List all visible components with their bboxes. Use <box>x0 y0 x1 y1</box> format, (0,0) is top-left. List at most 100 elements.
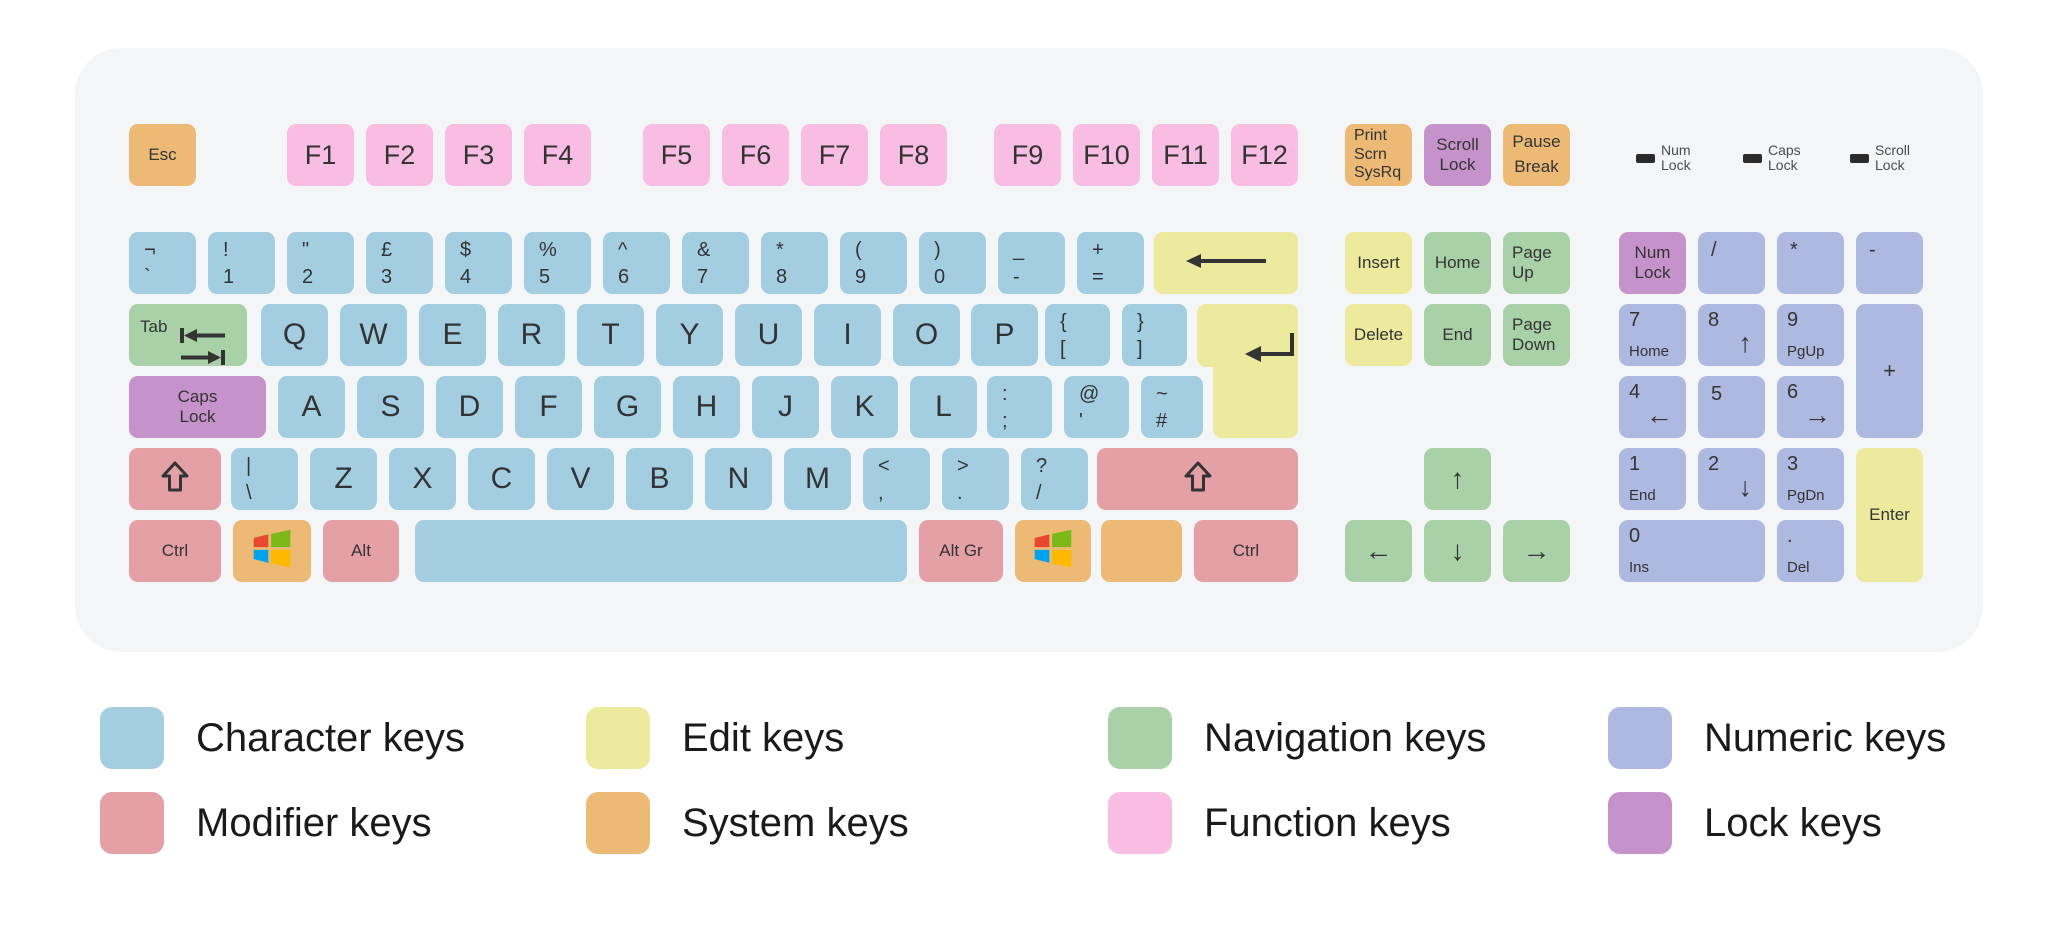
base-symbol: ` <box>144 266 151 288</box>
key-r: R <box>498 304 565 366</box>
base-symbol: 8 <box>776 266 788 288</box>
key-numpad-minus: - <box>1856 232 1923 294</box>
key-quote: @' <box>1064 376 1129 438</box>
arrow-icon: → <box>1804 400 1831 430</box>
base-symbol: 1 <box>223 266 235 288</box>
key-label: F6 <box>739 139 772 170</box>
key-label: Up <box>1512 263 1534 282</box>
key-s: S <box>357 376 424 438</box>
key-alt-gr: Alt Gr <box>919 520 1003 582</box>
key-p: P <box>971 304 1038 366</box>
key-label: Ctrl <box>161 541 189 560</box>
key-y: Y <box>656 304 723 366</box>
key-label: F2 <box>383 139 416 170</box>
key-f1: F1 <box>287 124 354 186</box>
legend-label: Modifier keys <box>196 800 432 845</box>
key-esc: Esc <box>129 124 196 186</box>
numpad-word: PgDn <box>1787 487 1825 504</box>
key-label: J <box>778 390 793 423</box>
key-period: >. <box>942 448 1009 510</box>
legend-swatch-edit <box>586 707 650 769</box>
key-6: ^6 <box>603 232 670 294</box>
shift-symbol: | <box>246 455 252 477</box>
shift-symbol: ~ <box>1156 383 1168 405</box>
arrow-icon: ↑ <box>1738 328 1753 358</box>
key-numpad-4: 4← <box>1619 376 1686 438</box>
base-symbol: ] <box>1137 338 1143 360</box>
key-label: Ctrl <box>1232 541 1260 560</box>
key-label: Z <box>334 462 353 495</box>
key-shift-right <box>1097 448 1298 510</box>
base-symbol: 9 <box>855 266 867 288</box>
key-7: &7 <box>682 232 749 294</box>
key-label: + <box>1883 358 1896 383</box>
shift-symbol: : <box>1002 383 1008 405</box>
key-numpad-enter: Enter <box>1856 448 1923 582</box>
legend-numeric-keys: Numeric keys <box>1608 707 1946 769</box>
legend-swatch-numeric <box>1608 707 1672 769</box>
base-symbol: , <box>878 482 884 504</box>
key-a: A <box>278 376 345 438</box>
key-bracket-left: {[ <box>1045 304 1110 366</box>
shift-symbol: @ <box>1079 383 1100 405</box>
key-ctrl-right: Ctrl <box>1194 520 1298 582</box>
shift-symbol: * <box>776 239 784 261</box>
key-numpad-dot: .Del <box>1777 520 1844 582</box>
win-logo-icon <box>1031 527 1075 576</box>
key-arrow-right: → <box>1503 520 1570 582</box>
key-label: End <box>1442 325 1473 344</box>
numpad-word: End <box>1629 487 1656 504</box>
numpad-digit: . <box>1787 525 1793 547</box>
key-label: L <box>935 390 952 423</box>
key-l: L <box>910 376 977 438</box>
key-label: Tab <box>140 317 168 336</box>
numpad-digit: 7 <box>1629 309 1641 331</box>
key-t: T <box>577 304 644 366</box>
base-symbol: 6 <box>618 266 630 288</box>
key-f: F <box>515 376 582 438</box>
key-o: O <box>893 304 960 366</box>
key-label: * <box>1790 239 1798 261</box>
key-f6: F6 <box>722 124 789 186</box>
key-label: X <box>412 462 433 495</box>
base-symbol: 4 <box>460 266 472 288</box>
key-label: F12 <box>1241 139 1288 170</box>
key-tab: Tab <box>129 304 247 366</box>
key-label: I <box>843 318 852 351</box>
key-label: Alt Gr <box>939 541 983 560</box>
base-symbol: 3 <box>381 266 393 288</box>
key-numpad-5: 5 <box>1698 376 1765 438</box>
key-f2: F2 <box>366 124 433 186</box>
key-numpad-divide: / <box>1698 232 1765 294</box>
key-label: O <box>914 318 939 351</box>
key-win-left <box>233 520 311 582</box>
key-label: Print <box>1354 127 1387 145</box>
key-q: Q <box>261 304 328 366</box>
indicator-label-line: Lock <box>1661 156 1691 173</box>
key-label: F4 <box>541 139 574 170</box>
legend-swatch-modifier <box>100 792 164 854</box>
key-label: Alt <box>351 541 371 560</box>
base-symbol: / <box>1036 482 1042 504</box>
base-symbol: [ <box>1060 338 1066 360</box>
key-delete: Delete <box>1345 304 1412 366</box>
key-label: F9 <box>1011 139 1044 170</box>
numpad-word: PgUp <box>1787 343 1825 360</box>
key-label: - <box>1869 239 1876 261</box>
key-label: Home <box>1434 253 1481 272</box>
key-shift-left <box>129 448 221 510</box>
key-numpad-2: 2↓ <box>1698 448 1765 510</box>
key-label: S <box>380 390 401 423</box>
legend-swatch-function <box>1108 792 1172 854</box>
numpad-digit: 4 <box>1629 381 1641 403</box>
legend-swatch-navigation <box>1108 707 1172 769</box>
